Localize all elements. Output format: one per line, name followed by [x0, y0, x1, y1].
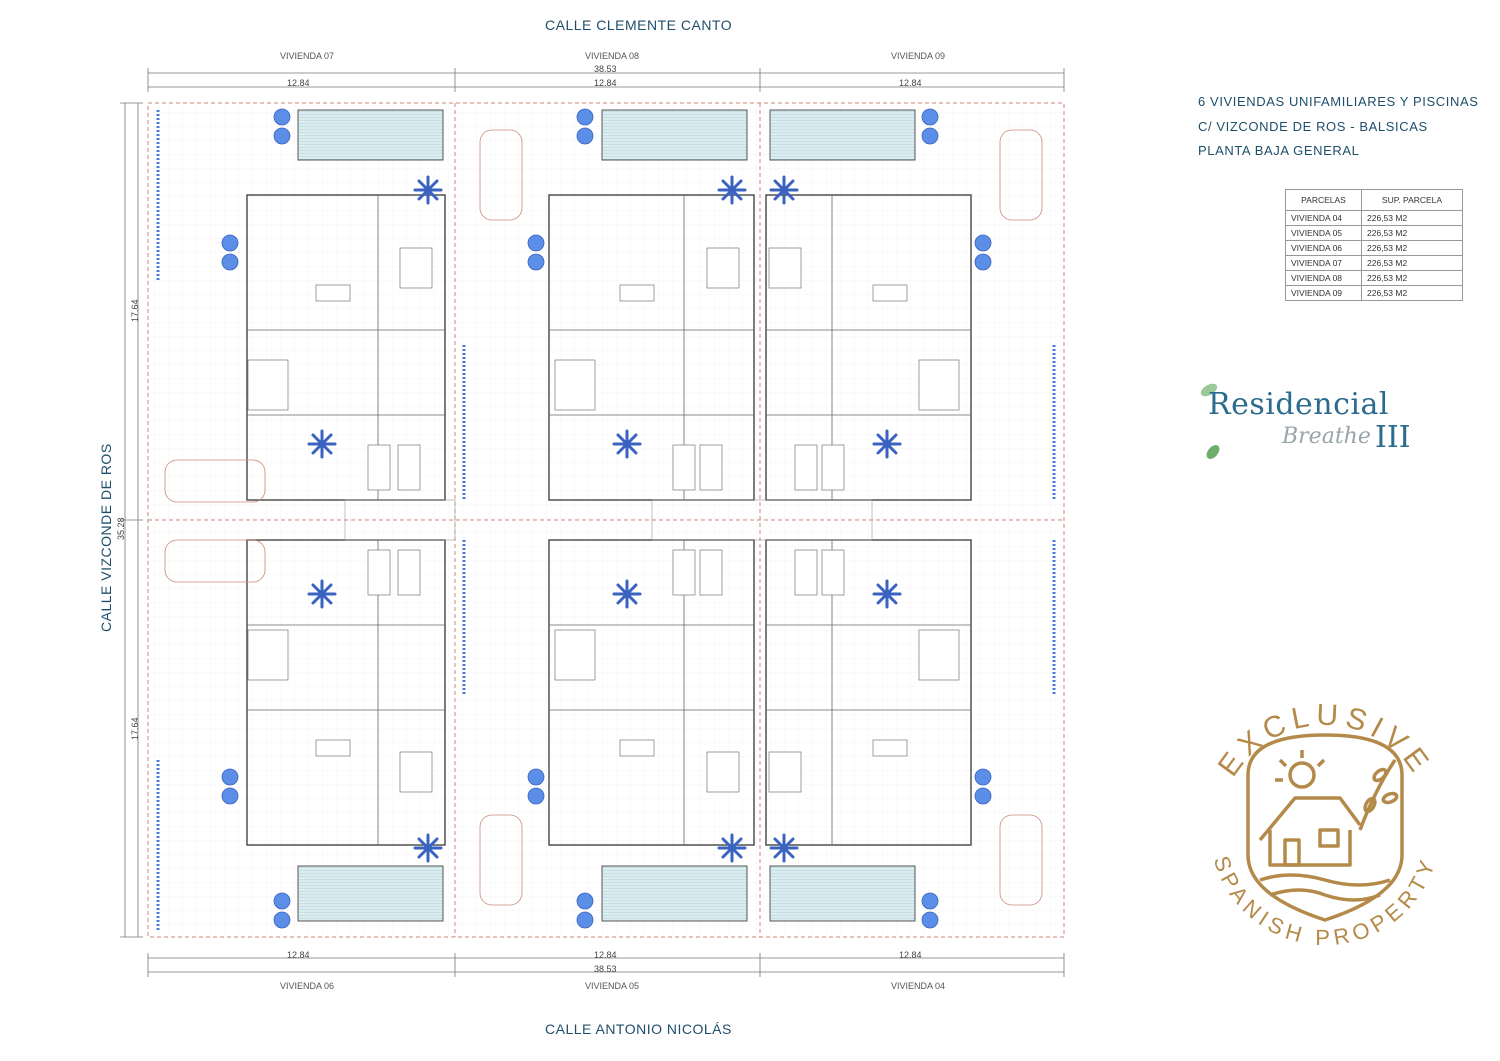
project-address: C/ VIZCONDE DE ROS - BALSICAS: [1198, 119, 1428, 134]
street-name-left: CALLE VIZCONDE DE ROS: [98, 443, 114, 632]
furniture: [247, 247, 960, 793]
dimension-lines: [120, 68, 1065, 977]
table-cell: VIVIENDA 07: [1285, 255, 1362, 271]
shrubs: [221, 108, 992, 929]
pool: [297, 865, 444, 922]
vivienda-label: VIVIENDA 05: [585, 981, 640, 991]
table-cell: 226,53 M2: [1361, 240, 1463, 256]
table-header: SUP. PARCELA: [1361, 189, 1463, 211]
table-cell: 226,53 M2: [1361, 285, 1463, 301]
dimension-lot-width: 12.84: [899, 78, 922, 88]
pool: [601, 865, 748, 922]
dimension-half-depth: 17.64: [130, 299, 140, 322]
logo-numeral: III: [1375, 420, 1411, 455]
street-name-bottom: CALLE ANTONIO NICOLÁS: [545, 1021, 732, 1037]
dimension-lot-width: 12.84: [594, 78, 617, 88]
table-cell: VIVIENDA 09: [1285, 285, 1362, 301]
pool: [601, 109, 748, 161]
dimension-total-depth: 35.28: [116, 517, 126, 540]
project-title: 6 VIVIENDAS UNIFAMILIARES Y PISCINAS: [1198, 94, 1479, 109]
pool: [769, 865, 916, 922]
table-cell: 226,53 M2: [1361, 225, 1463, 241]
vivienda-label: VIVIENDA 08: [585, 51, 640, 61]
table-cell: 226,53 M2: [1361, 255, 1463, 271]
pools: [297, 109, 916, 922]
vivienda-label: VIVIENDA 07: [280, 51, 335, 61]
house-icon: [1246, 733, 1404, 922]
badge-top-text: EXCLUSIVE: [1212, 698, 1438, 782]
logo-breathe: Breathe: [1282, 424, 1371, 449]
badge-bottom-text: SPANISH PROPERTY: [1209, 853, 1442, 950]
leaf-icon: [1200, 383, 1220, 459]
palm-trees: [307, 175, 902, 863]
pool: [769, 109, 916, 161]
hedges: [156, 110, 1056, 930]
pool: [297, 109, 444, 161]
table-cell: 226,53 M2: [1361, 270, 1463, 286]
cars: [164, 129, 1043, 906]
vivienda-label: VIVIENDA 06: [280, 981, 335, 991]
vivienda-label: VIVIENDA 04: [891, 981, 946, 991]
table-cell: 226,53 M2: [1361, 210, 1463, 226]
dimension-lot-width: 12.84: [594, 950, 617, 960]
dimension-total-width: 38.53: [594, 964, 617, 974]
exclusive-badge: EXCLUSIVE SPANISH PROPERTY: [1209, 698, 1442, 950]
table-cell: VIVIENDA 06: [1285, 240, 1362, 256]
dimension-total-width: 38.53: [594, 64, 617, 74]
house-outline: [548, 539, 755, 846]
dimension-lot-width: 12.84: [287, 78, 310, 88]
logo-residencial: Residencial: [1208, 387, 1389, 422]
vivienda-label: VIVIENDA 09: [891, 51, 946, 61]
dimension-lot-width: 12.84: [899, 950, 922, 960]
plan-name: PLANTA BAJA GENERAL: [1198, 143, 1360, 158]
house-outline: [548, 194, 755, 501]
table-cell: VIVIENDA 04: [1285, 210, 1362, 226]
dimension-half-depth: 17.64: [130, 717, 140, 740]
walkways: [344, 499, 873, 541]
table-header: PARCELAS: [1285, 189, 1362, 211]
table-cell: VIVIENDA 08: [1285, 270, 1362, 286]
dimension-lot-width: 12.84: [287, 950, 310, 960]
table-cell: VIVIENDA 05: [1285, 225, 1362, 241]
street-name-top: CALLE CLEMENTE CANTO: [545, 17, 733, 33]
